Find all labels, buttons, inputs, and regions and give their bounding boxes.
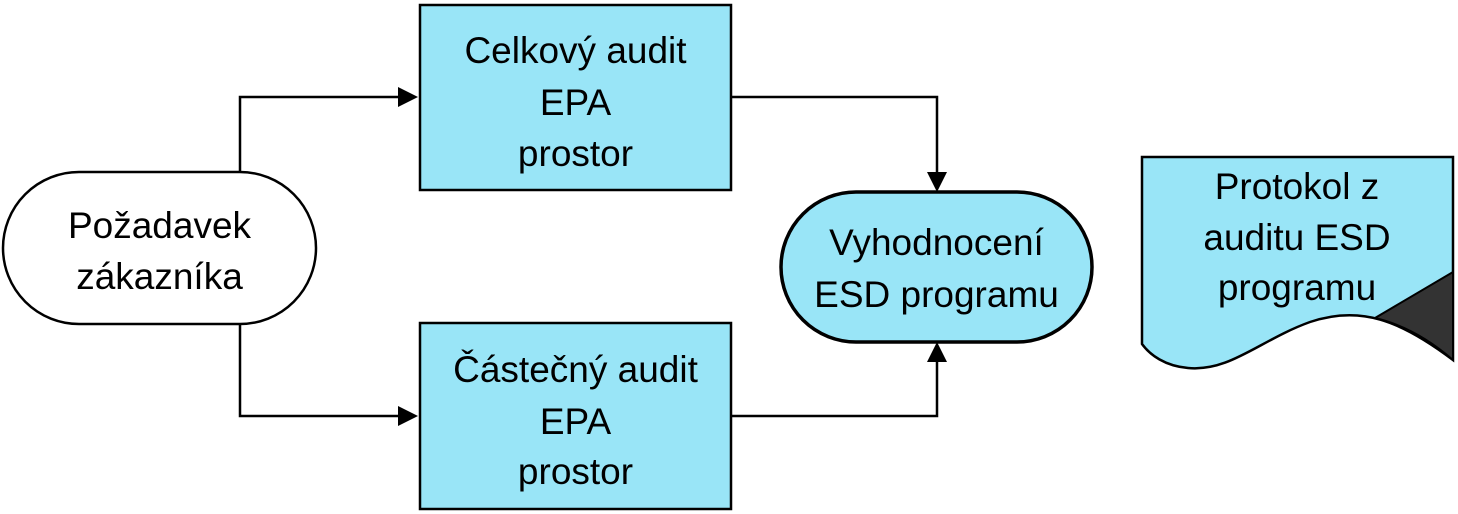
partial-audit-line-2: EPA — [540, 401, 612, 442]
node-audit-report: Protokol z auditu ESD programu — [1140, 155, 1455, 370]
partial-audit-line-1: Částečný audit — [453, 349, 698, 390]
arrowhead-full-audit — [398, 87, 418, 107]
customer-request-shape — [1, 170, 318, 326]
edge-customer-to-full-audit — [238, 95, 400, 172]
node-customer-request: Požadavek zákazníka — [1, 170, 318, 326]
arrowhead-evaluation-top — [927, 172, 947, 192]
audit-report-page-curl — [1372, 270, 1454, 363]
customer-request-line-2: zákazníka — [76, 256, 243, 297]
partial-audit-line-3: prostor — [518, 451, 633, 492]
arrowhead-evaluation-bottom — [927, 342, 947, 362]
full-audit-shape — [418, 3, 733, 192]
node-partial-audit: Částečný audit EPA prostor — [418, 321, 733, 511]
connectors — [238, 87, 947, 426]
audit-report-line-1: Protokol z — [1215, 166, 1380, 207]
audit-report-line-3: programu — [1218, 267, 1376, 308]
customer-request-line-1: Požadavek — [68, 205, 252, 246]
node-full-audit: Celkový audit EPA prostor — [418, 3, 733, 192]
node-evaluation: Vyhodnocení ESD programu — [779, 190, 1094, 344]
partial-audit-shape — [418, 321, 733, 511]
edge-partial-audit-to-evaluation — [732, 358, 939, 418]
audit-report-line-2: auditu ESD — [1203, 217, 1390, 258]
edge-full-audit-to-evaluation — [732, 95, 939, 176]
full-audit-line-2: EPA — [540, 82, 612, 123]
full-audit-line-3: prostor — [518, 133, 633, 174]
evaluation-line-1: Vyhodnocení — [829, 222, 1044, 263]
arrowhead-partial-audit — [398, 406, 418, 426]
evaluation-shape — [779, 190, 1094, 344]
edge-customer-to-partial-audit — [238, 324, 400, 418]
full-audit-line-1: Celkový audit — [464, 30, 687, 71]
evaluation-line-2: ESD programu — [814, 274, 1059, 315]
